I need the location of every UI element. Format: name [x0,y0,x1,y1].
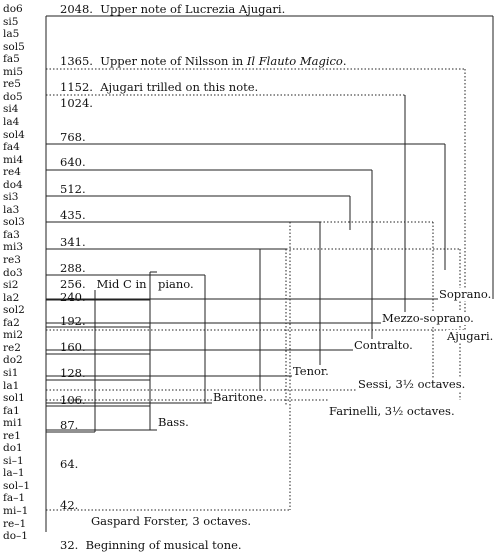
freq-768: 768. [60,130,86,144]
note-mi5: mi5 [3,65,23,78]
freq-42: 42. [60,498,79,512]
note-la2: la2 [3,291,20,304]
label-tenor: Tenor. [292,364,330,378]
note-fa5: fa5 [3,53,20,66]
note-do4: do4 [3,178,23,191]
freq-1365: 1365. Upper note of Nilsson in Il Flauto… [60,54,347,68]
note-si4: si4 [3,103,19,116]
note-si3: si3 [3,191,19,204]
freq-1152: 1152. Ajugari trilled on this note. [60,80,259,94]
note-si5: si5 [3,15,19,28]
note-sol4: sol4 [3,128,25,141]
note-sol1: sol1 [3,392,25,405]
freq-435: 435. [60,208,86,222]
note-sol2: sol2 [3,304,25,317]
note-fa2: fa2 [3,316,20,329]
note-mi1: mi1 [3,417,23,430]
freq-512: 512. [60,182,86,196]
freq-1024: 1024. [60,96,93,110]
note-sol5: sol5 [3,40,25,53]
freq-2048: 2048. Upper note of Lucrezia Ajugari. [60,2,286,16]
note-la3: la3 [3,203,20,216]
note-fa4: fa4 [3,141,20,154]
label-soprano: Soprano. [438,287,493,301]
note-re4: re4 [3,166,21,179]
freq-640: 640. [60,155,86,169]
freq-341: 341. [60,235,86,249]
note-do2: do2 [3,354,23,367]
label-gaspard-forster: Gaspard Forster, 3 octaves. [90,514,252,528]
note-fa1: fa1 [3,404,20,417]
note-mi1: mi–1 [3,505,29,517]
freq-106: 106. [60,393,86,407]
label-ajugari: Ajugari. [446,329,495,343]
freq-87: 87. [60,418,79,432]
note-la1: la1 [3,379,20,392]
note-do3: do3 [3,266,23,279]
note-mi3: mi3 [3,241,23,254]
note-re1: re–1 [3,517,27,530]
note-la5: la5 [3,28,20,41]
freq-256: 256. Mid C in [60,277,147,291]
freq-64: 64. [60,457,79,471]
note-re2: re2 [3,341,21,354]
note-si1: si–1 [3,454,24,467]
note-sol3: sol3 [3,216,25,229]
note-do1: do1 [3,442,23,455]
note-do6: do6 [3,3,23,15]
label-baritone: Baritone. [212,390,268,404]
note-do1: do–1 [3,530,28,543]
note-fa3: fa3 [3,228,20,241]
note-la1: la–1 [3,467,25,480]
label-contralto: Contralto. [353,338,414,352]
freq-192: 192. [60,314,86,328]
freq-128: 128. [60,366,86,380]
label-farinelli: Farinelli, 3½ octaves. [328,404,456,418]
label-bass: Bass. [157,415,190,429]
freq-32: 32. Beginning of musical tone. [60,538,242,552]
label-mezzo-soprano: Mezzo-soprano. [381,311,475,325]
note-mi2: mi2 [3,329,23,342]
freq-288: 288. [60,261,86,275]
note-sol1: sol–1 [3,479,30,492]
note-mi4: mi4 [3,153,23,166]
freq-240: 240. [60,290,86,304]
note-si1: si1 [3,366,19,379]
note-la4: la4 [3,115,20,128]
note-re5: re5 [3,78,21,91]
note-do5: do5 [3,90,23,103]
label-piano: piano. [157,277,195,291]
note-re1: re1 [3,429,21,442]
note-re3: re3 [3,254,21,266]
label-sessi: Sessi, 3½ octaves. [357,377,467,391]
freq-160: 160. [60,340,86,354]
note-si2: si2 [3,279,19,292]
note-fa1: fa–1 [3,492,26,505]
